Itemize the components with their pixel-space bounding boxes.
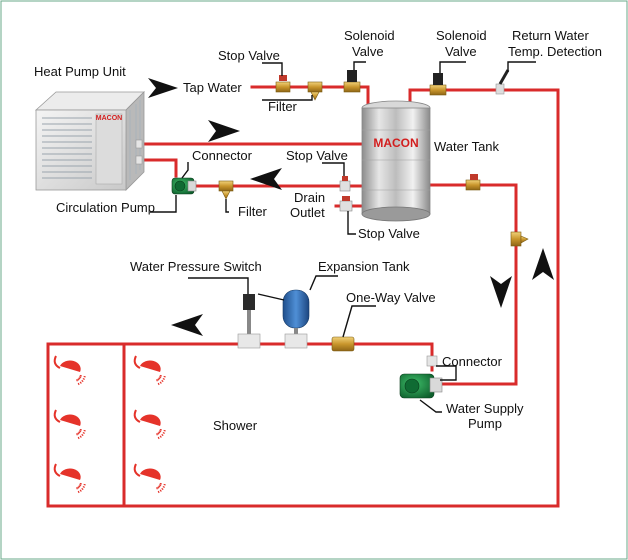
label-expansion-tank: Expansion Tank (318, 259, 410, 274)
label-connector-top: Connector (192, 148, 253, 163)
shower-head-icon (133, 355, 167, 387)
solenoid-valve-1-icon (343, 70, 361, 93)
filter-tap-water-icon (307, 81, 323, 101)
label-return-water-line2: Temp. Detection (508, 44, 602, 59)
one-way-valve-icon (331, 336, 355, 352)
water-pressure-switch-icon (237, 294, 261, 349)
shower-head-icon (133, 409, 167, 441)
label-solenoid-valve-1-line2: Valve (352, 44, 384, 59)
shower-head-icon (53, 463, 87, 495)
label-pointers (150, 61, 536, 413)
arrow-up-return (532, 248, 554, 280)
label-water-pressure-switch: Water Pressure Switch (130, 259, 262, 274)
label-return-water-line1: Return Water (512, 28, 589, 43)
shower-heads (53, 355, 167, 495)
circulation-pump-icon (171, 177, 197, 195)
shower-head-icon (53, 355, 87, 387)
arrow-supply-to-shower (171, 314, 203, 336)
stop-valve-drain-icon (339, 196, 353, 212)
unit-outlet-fitting (135, 139, 143, 149)
pipe-heat-pump-inlet (138, 158, 178, 178)
label-one-way-valve: One-Way Valve (346, 290, 436, 305)
shower-head-icon (53, 409, 87, 441)
tank-logo: MACON (373, 136, 418, 150)
pipe-tap-water (250, 85, 370, 108)
label-circulation-pump: Circulation Pump (56, 200, 155, 215)
stop-valve-outlet-icon (465, 174, 481, 191)
label-filter-bottom: Filter (238, 204, 268, 219)
temp-sensor-icon (495, 69, 510, 95)
label-drain-outlet-line2: Outlet (290, 205, 325, 220)
filter-return-icon (218, 180, 234, 200)
label-stop-valve-top: Stop Valve (218, 48, 280, 63)
heat-pump-unit: MACON (34, 91, 145, 191)
label-water-tank: Water Tank (434, 139, 500, 154)
stop-valve-mid-icon (339, 176, 351, 192)
stop-valve-tap-water-icon (275, 75, 291, 93)
expansion-tank-icon (282, 289, 310, 349)
shower-head-icon (133, 463, 167, 495)
arrow-down-supply (490, 276, 512, 308)
label-tap-water: Tap Water (183, 80, 242, 95)
solenoid-valve-2-icon (429, 73, 447, 96)
label-solenoid-valve-2-line2: Valve (445, 44, 477, 59)
flow-arrows (148, 78, 554, 336)
water-supply-pump-icon (399, 373, 443, 399)
water-tank: MACON (361, 100, 431, 222)
label-drain-outlet-line1: Drain (294, 190, 325, 205)
arrow-tank-to-heat-pump (250, 168, 282, 190)
pipe-supply-loop (46, 88, 560, 508)
label-solenoid-valve-2-line1: Solenoid (436, 28, 487, 43)
label-heat-pump-unit: Heat Pump Unit (34, 64, 126, 79)
label-shower: Shower (213, 418, 258, 433)
unit-inlet-fitting (135, 155, 143, 165)
label-connector-bottom: Connector (442, 354, 503, 369)
heat-pump-logo: MACON (96, 115, 122, 122)
label-water-supply-pump-line2: Pump (468, 416, 502, 431)
label-filter-top: Filter (268, 99, 298, 114)
label-stop-valve-mid: Stop Valve (286, 148, 348, 163)
arrow-heat-pump-to-tank (208, 120, 240, 142)
label-water-supply-pump-line1: Water Supply (446, 401, 524, 416)
label-solenoid-valve-1-line1: Solenoid (344, 28, 395, 43)
arrow-tap-water-in (148, 78, 178, 98)
connector-bottom-fitting (426, 355, 438, 367)
check-valve-vertical-icon (510, 231, 529, 247)
diagram-labels: Heat Pump Unit Tap Water Stop Valve Sole… (34, 28, 602, 433)
label-stop-valve-drain: Stop Valve (358, 226, 420, 241)
